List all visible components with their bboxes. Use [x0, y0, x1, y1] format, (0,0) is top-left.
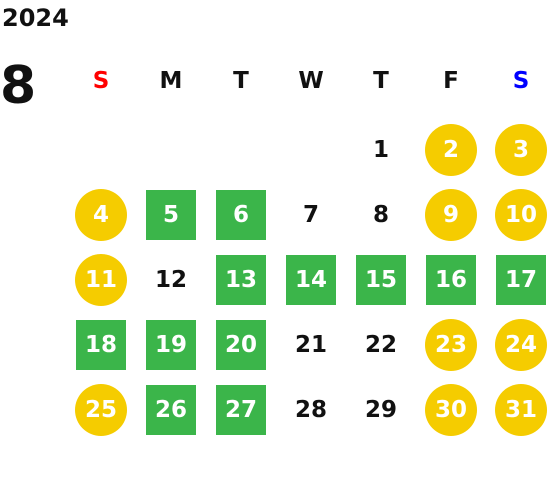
day-cell-4[interactable]: 4 [75, 189, 127, 241]
day-cell-30[interactable]: 30 [425, 384, 477, 436]
day-cell-18[interactable]: 18 [76, 320, 126, 370]
weekday-tue: T [233, 68, 249, 94]
day-cell-9[interactable]: 9 [425, 189, 477, 241]
day-cell-31[interactable]: 31 [495, 384, 547, 436]
weekday-mon: M [159, 68, 183, 94]
day-cell-15[interactable]: 15 [356, 255, 406, 305]
day-cell-5[interactable]: 5 [146, 190, 196, 240]
day-cell-29[interactable]: 29 [364, 397, 397, 423]
day-cell-7[interactable]: 7 [302, 202, 319, 228]
day-cell-20[interactable]: 20 [216, 320, 266, 370]
day-cell-11[interactable]: 11 [75, 254, 127, 306]
day-cell-24[interactable]: 24 [495, 319, 547, 371]
day-cell-12[interactable]: 12 [154, 267, 187, 293]
day-cell-28[interactable]: 28 [294, 397, 327, 423]
weekday-sun: S [92, 68, 110, 94]
day-cell-6[interactable]: 6 [216, 190, 266, 240]
day-cell-16[interactable]: 16 [426, 255, 476, 305]
day-cell-3[interactable]: 3 [495, 124, 547, 176]
day-cell-26[interactable]: 26 [146, 385, 196, 435]
day-cell-25[interactable]: 25 [75, 384, 127, 436]
day-cell-19[interactable]: 19 [146, 320, 196, 370]
day-cell-22[interactable]: 22 [364, 332, 397, 358]
day-cell-2[interactable]: 2 [425, 124, 477, 176]
weekday-thu: T [373, 68, 389, 94]
day-cell-8[interactable]: 8 [372, 202, 389, 228]
day-cell-27[interactable]: 27 [216, 385, 266, 435]
year-label: 2024 [2, 4, 69, 32]
weekday-sat: S [512, 68, 530, 94]
weekday-fri: F [443, 68, 459, 94]
day-cell-14[interactable]: 14 [286, 255, 336, 305]
day-cell-1[interactable]: 1 [372, 137, 389, 163]
day-cell-23[interactable]: 23 [425, 319, 477, 371]
month-label: 8 [0, 56, 37, 116]
day-cell-21[interactable]: 21 [294, 332, 327, 358]
day-cell-17[interactable]: 17 [496, 255, 546, 305]
day-cell-13[interactable]: 13 [216, 255, 266, 305]
weekday-wed: W [298, 68, 324, 94]
day-cell-10[interactable]: 10 [495, 189, 547, 241]
